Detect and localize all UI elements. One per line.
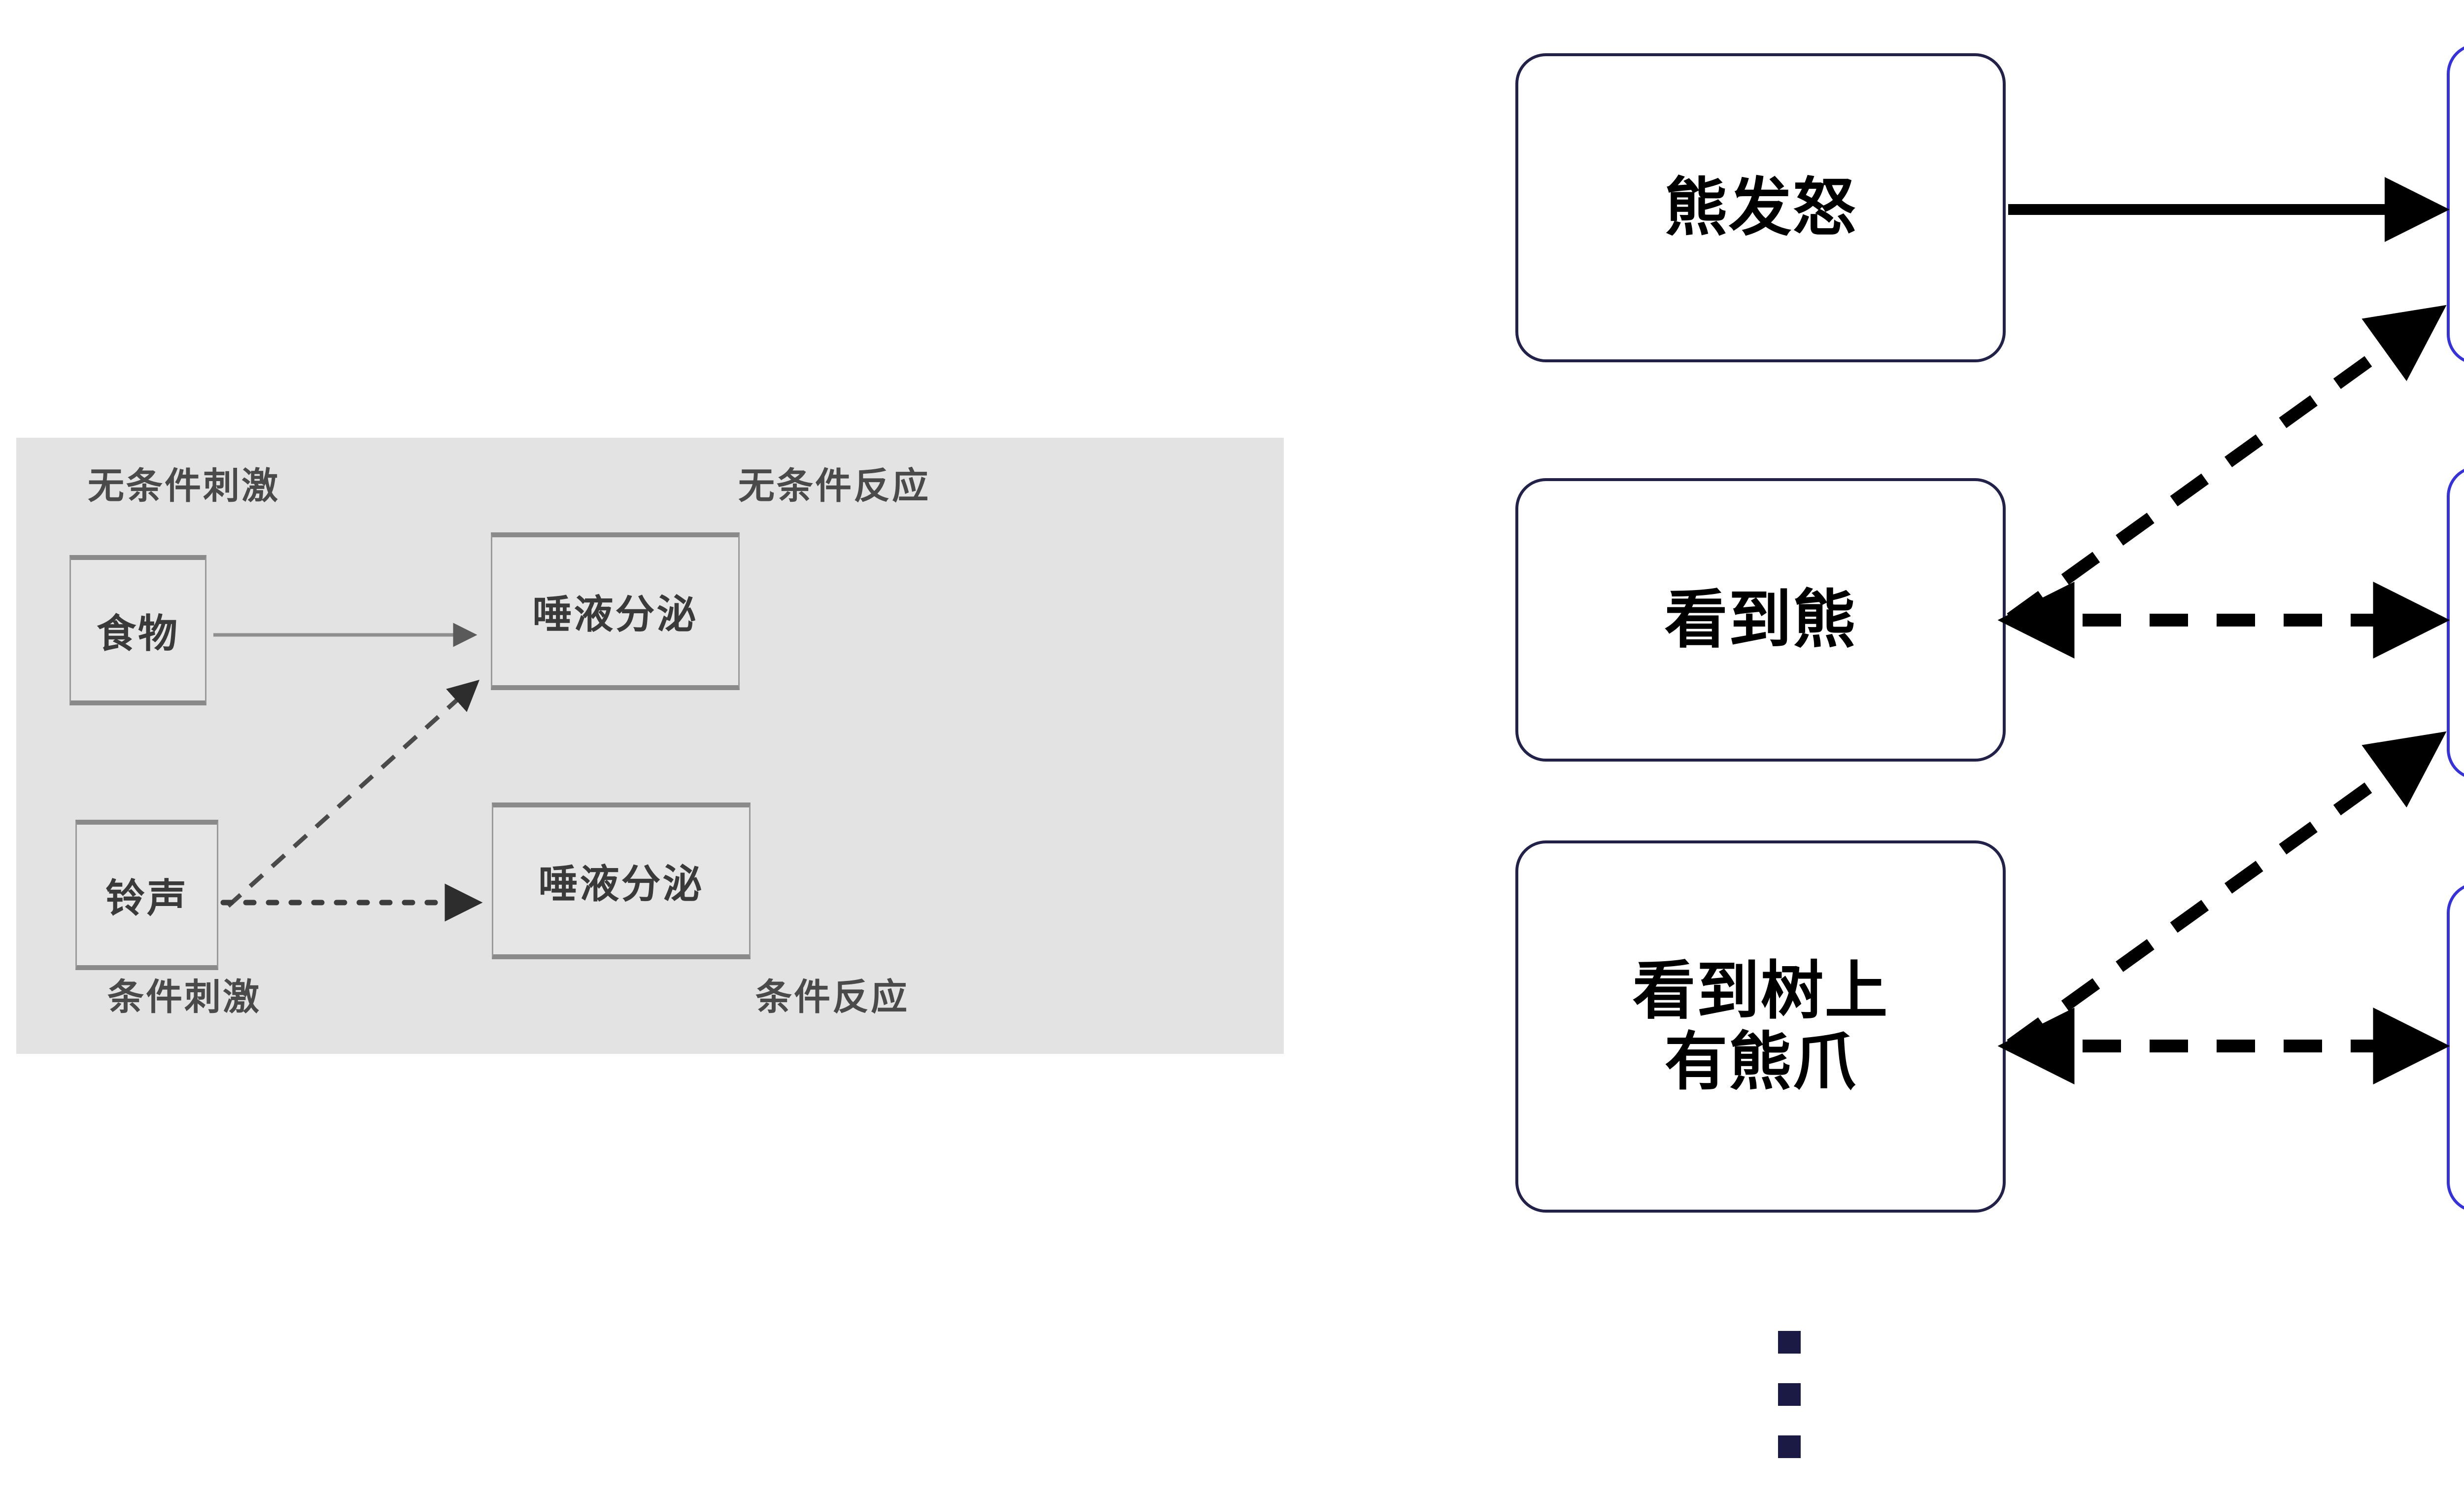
cc-box-salivation-unconditioned-label: 唾液分泌 (532, 592, 698, 637)
state-box-see-bear[interactable]: 看到熊 (1515, 478, 2006, 762)
state-box-tree-claw-marks[interactable]: 看到树上 有熊爪 (1515, 840, 2006, 1213)
classical-conditioning-arrows (213, 623, 483, 922)
arrow-bell-to-salivation-unconditioned (226, 679, 480, 908)
value-box-reward[interactable]: 奖励 (2447, 43, 2464, 365)
unconditioned-stimulus-label: 无条件刺激 (88, 465, 280, 507)
value-box-v-s[interactable]: V(s) (2447, 882, 2464, 1213)
arrow-see-bear-to-reward (2007, 305, 2447, 624)
classical-conditioning-panel: 无条件刺激 无条件反应 条件刺激 条件反应 食物 唾液分泌 铃声 唾液分泌 (16, 438, 1284, 1054)
conditioned-stimulus-label: 条件刺激 (107, 976, 261, 1018)
state-box-bear-angry[interactable]: 熊发怒 (1515, 53, 2006, 362)
value-box-v-s-prime[interactable]: V(s′) (2447, 466, 2464, 780)
cc-box-bell-label: 铃声 (105, 875, 188, 921)
state-box-bear-angry-label: 熊发怒 (1664, 171, 1857, 244)
ellipsis-dot (1778, 1435, 1801, 1458)
unconditioned-response-label: 无条件反应 (738, 465, 930, 507)
ellipsis-dot (1778, 1383, 1801, 1406)
ellipsis-states (1778, 1331, 1801, 1458)
ellipsis-dot (1778, 1331, 1801, 1354)
cc-box-salivation-conditioned: 唾液分泌 (492, 802, 751, 959)
cc-box-food-label: 食物 (97, 610, 179, 657)
conditioned-response-label: 条件反应 (755, 976, 909, 1018)
cc-box-food: 食物 (69, 555, 206, 705)
arrow-tree-claw-to-v-s-prime (2007, 731, 2447, 1050)
state-box-tree-claw-marks-label: 看到树上 有熊爪 (1632, 954, 1889, 1099)
cc-box-salivation-unconditioned: 唾液分泌 (491, 532, 740, 690)
cc-box-bell: 铃声 (75, 820, 218, 970)
state-box-see-bear-label: 看到熊 (1664, 583, 1857, 657)
cc-box-salivation-conditioned-label: 唾液分泌 (538, 861, 704, 907)
